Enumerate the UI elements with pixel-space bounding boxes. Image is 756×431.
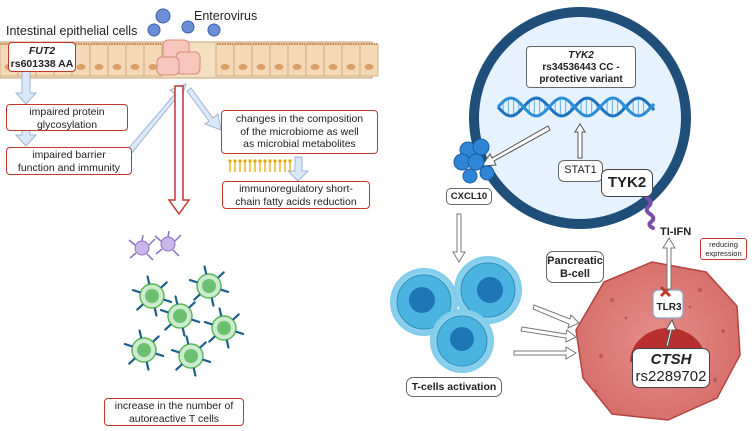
tcells-activation-label: T-cells activation — [411, 381, 497, 393]
stat1-box: STAT1 — [558, 160, 603, 182]
microbiome-box: changes in the composition of the microb… — [221, 110, 378, 154]
treg-cell-icon — [170, 335, 212, 377]
red-arrow-down — [167, 85, 191, 216]
box-line: reducing — [709, 240, 738, 249]
ctsh-gene: CTSH — [650, 351, 692, 368]
box-line: impaired protein — [29, 106, 105, 118]
box-line: function and immunity — [17, 161, 121, 174]
tyk2-gene-box: TYK2 rs34536443 CC - protective variant — [526, 46, 636, 88]
infected-cell-cluster — [156, 39, 201, 76]
immune-cells-cluster — [123, 265, 245, 377]
tiifn-label: TI-IFN — [660, 226, 692, 238]
treg-cell-icon — [203, 307, 245, 349]
pancreatic-box: Pancreatic B-cell — [546, 251, 604, 283]
virus-icon — [207, 23, 221, 37]
autoreactive-box: increase in the number of autoreactive T… — [104, 398, 244, 426]
epithelial-cell-icon — [107, 43, 127, 77]
t-cells — [390, 256, 522, 373]
cxcl10-label: CXCL10 — [450, 191, 488, 202]
fut2-gene: FUT2 — [28, 45, 56, 57]
receptor-icon — [644, 196, 656, 230]
t-cell-icon — [430, 309, 494, 373]
box-line: chain fatty acids reduction — [235, 195, 357, 208]
epithelial-cell-icon — [233, 43, 253, 77]
dendritic-cell-icon — [154, 230, 182, 257]
ctsh-box: CTSH rs2289702 — [632, 348, 710, 388]
arrow-down-fut2 — [14, 69, 38, 105]
box-line: increase in the number of — [114, 400, 234, 412]
box-line: changes in the composition — [235, 113, 364, 125]
treg-cell-icon — [159, 295, 201, 337]
arrow-attack-1 — [532, 304, 580, 329]
box-line: as microbial metabolites — [243, 138, 356, 151]
cxcl10-box: CXCL10 — [446, 188, 492, 205]
dna-helix-icon — [496, 96, 656, 118]
dendritic-cells — [128, 230, 182, 261]
tlr3-receptor — [652, 237, 684, 347]
box-line: autoreactive T cells — [128, 412, 220, 425]
virus-icon — [181, 20, 195, 34]
treg-cell-icon — [123, 329, 165, 371]
arrow-ctsh-to-tlr3 — [665, 318, 677, 347]
t-cell-icon — [454, 256, 522, 324]
enterovirus-label: Enterovirus — [194, 9, 258, 23]
stat1-label: STAT1 — [564, 164, 597, 176]
box-line: impaired barrier — [32, 149, 106, 161]
epithelial-cell-icon — [341, 43, 361, 77]
arrow-to-cxcl10 — [481, 125, 551, 167]
epithelial-cell-icon — [251, 43, 271, 77]
epithelial-cell-icon — [89, 43, 109, 77]
tlr3-label: TLR3 — [656, 302, 682, 313]
arrow-down-scfa — [286, 156, 310, 182]
epithelium-label: Intestinal epithelial cells — [6, 24, 138, 38]
arrow-down-microbiome — [186, 87, 222, 131]
epithelial-cell-icon — [359, 43, 379, 77]
tyk2-protein-label: TYK2 — [607, 174, 647, 191]
epithelial-cell-icon — [125, 43, 145, 77]
virus-icon — [155, 8, 171, 24]
impaired-glycosylation-box: impaired protein glycosylation — [6, 104, 128, 131]
epithelial-cell-icon — [269, 43, 289, 77]
epithelial-cell-icon — [305, 43, 325, 77]
arrow-attack-2 — [520, 326, 577, 343]
arrow-tlr3-to-tiifn — [662, 237, 676, 290]
virus-icon — [147, 23, 161, 37]
arrows-tcells-to-betacell — [513, 304, 580, 360]
ctsh-variant: rs2289702 — [635, 368, 707, 386]
tyk2-gene: TYK2 — [568, 50, 594, 61]
fut2-box: FUT2 rs601338 AA — [8, 42, 76, 72]
t-cell-icon — [390, 268, 458, 336]
scfa-molecules-icon — [228, 159, 292, 172]
treg-cell-icon — [188, 265, 230, 307]
box-line: of the microbiome as well — [240, 125, 359, 138]
nucleus — [469, 7, 691, 229]
fut2-variant: rs601338 AA — [10, 57, 74, 70]
box-line: Pancreatic — [547, 255, 603, 267]
beta-cell — [575, 261, 741, 421]
box-line: immunoregulatory short- — [239, 183, 353, 195]
epithelial-cell-icon — [71, 43, 91, 77]
arrow-cxcl10-to-tcells — [452, 213, 466, 263]
tyk2-variant-line: rs34536443 CC - — [542, 62, 620, 73]
scfa-box: immunoregulatory short- chain fatty acid… — [222, 181, 370, 209]
cxcl10-molecule-icon — [453, 138, 495, 184]
tyk2-variant-line: protective variant — [539, 74, 623, 85]
box-line: B-cell — [560, 268, 590, 281]
nucleus-arrows — [481, 123, 586, 167]
epithelial-cell-icon — [215, 43, 235, 77]
impaired-barrier-box: impaired barrier function and immunity — [6, 147, 132, 175]
dendritic-cell-icon — [128, 234, 156, 261]
arrow-attack-3 — [513, 346, 577, 360]
box-line: glycosylation — [36, 118, 98, 131]
box-line: expression — [705, 249, 742, 258]
epithelial-cell-icon — [323, 43, 343, 77]
tcells-activation-box: T-cells activation — [406, 377, 502, 397]
arrow-stat1-to-dna — [574, 123, 586, 159]
epithelial-cell-icon — [287, 43, 307, 77]
enterovirus-particles — [147, 8, 221, 37]
treg-cell-icon — [131, 275, 173, 317]
tyk2-protein-box: TYK2 — [601, 169, 653, 197]
reducing-expression-box: reducing expression — [700, 238, 747, 260]
